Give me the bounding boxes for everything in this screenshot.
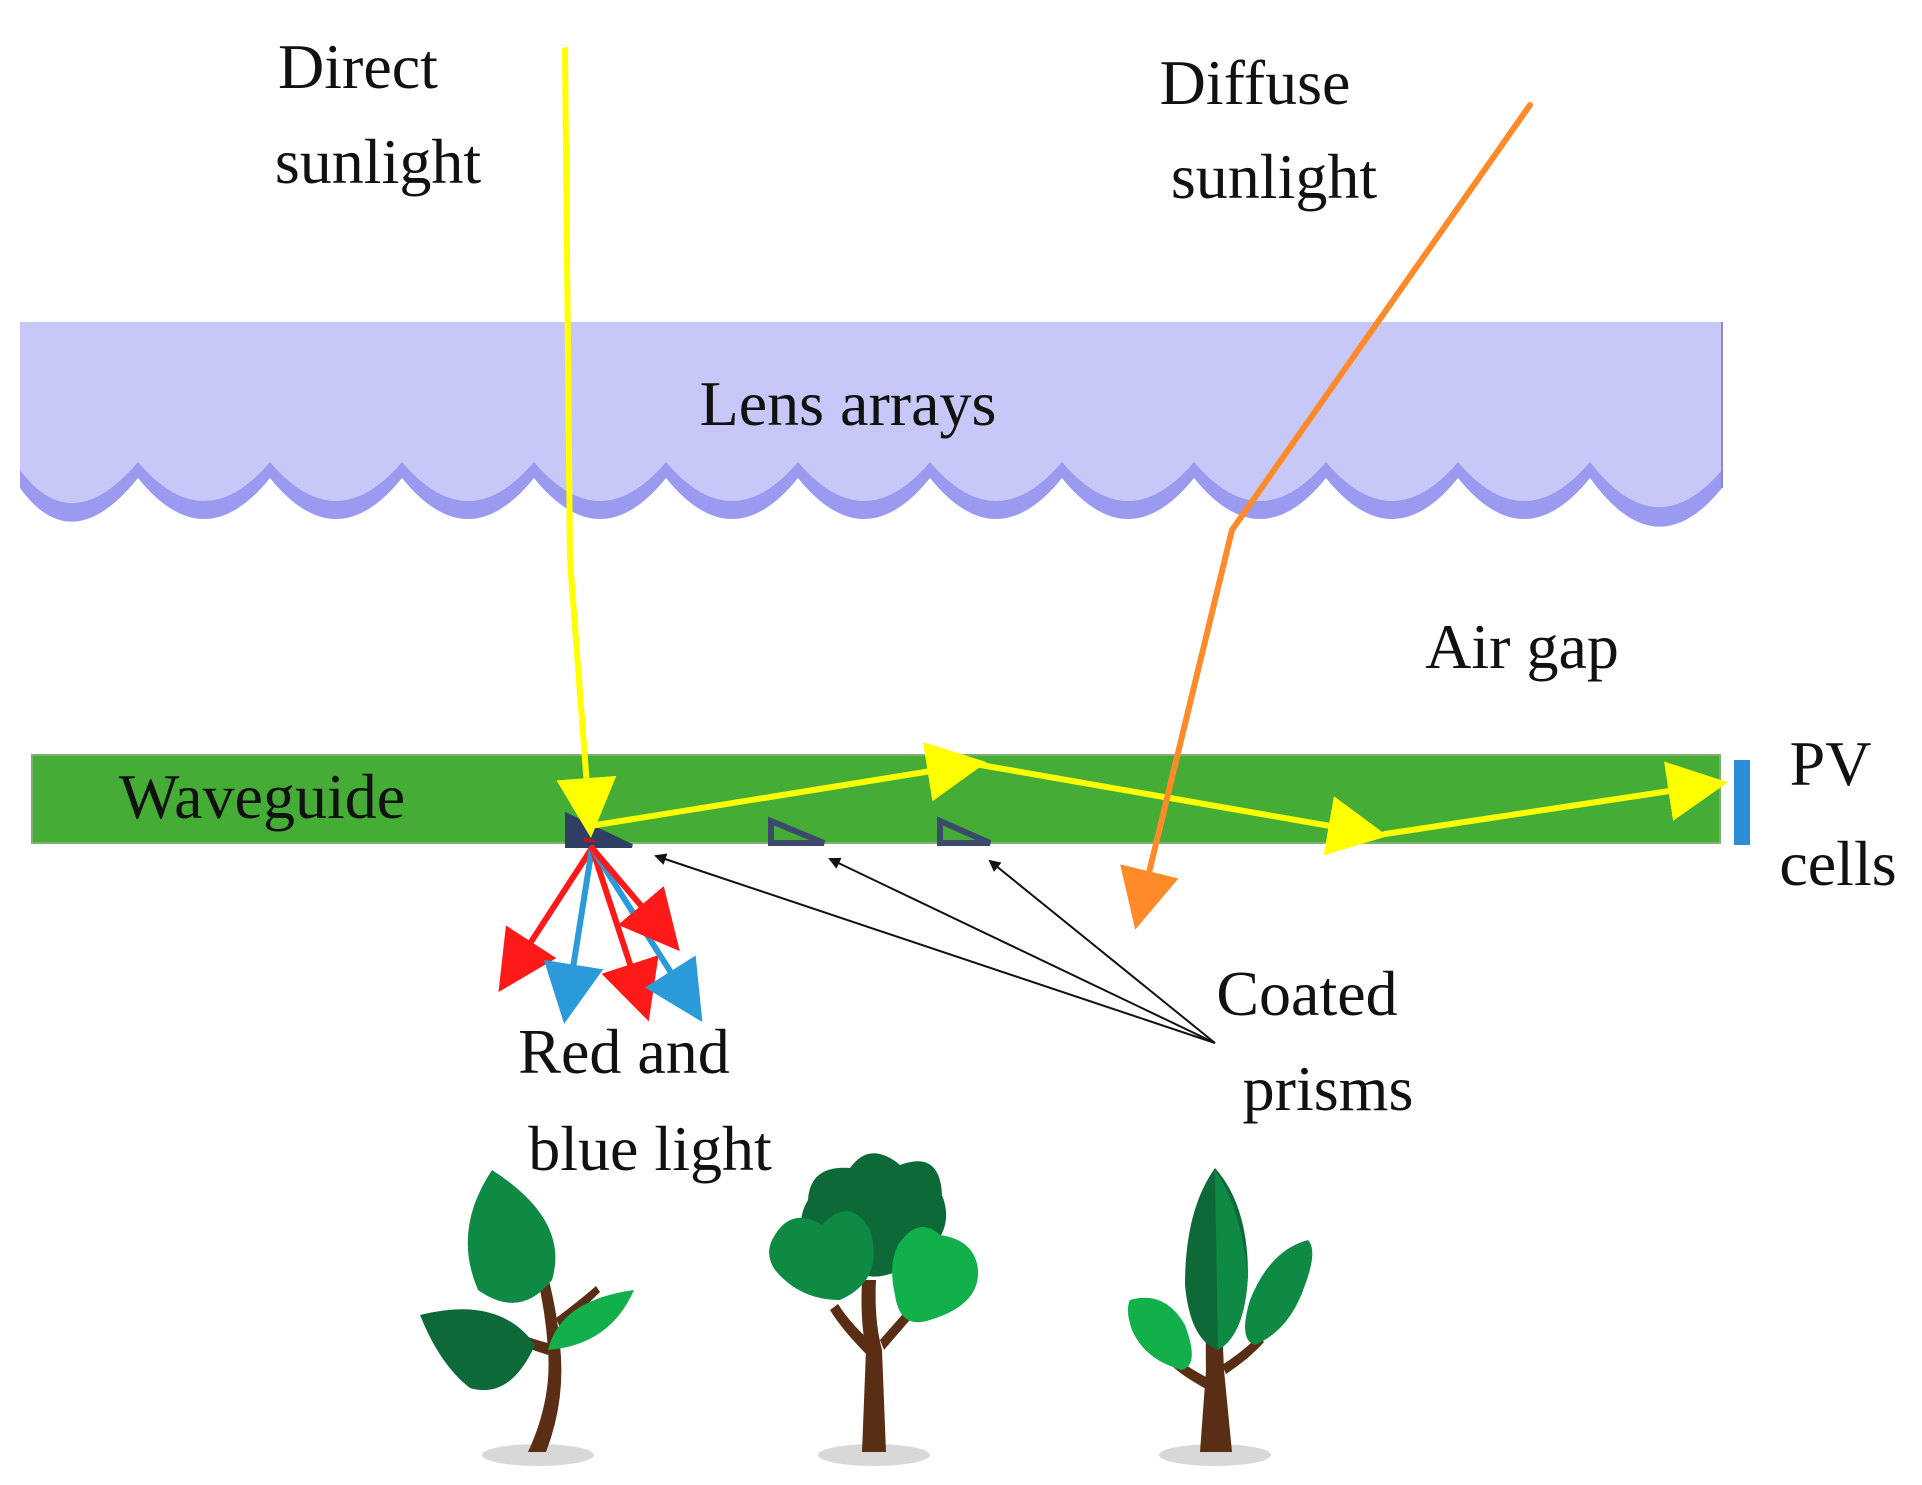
plant-icon <box>420 1170 634 1466</box>
lens-arrays-label: Lens arrays <box>700 368 997 439</box>
lens-array-body <box>20 322 1722 508</box>
red-blue-rays <box>498 845 703 1024</box>
plant-icon <box>769 1153 979 1466</box>
prism-pointer-arrows <box>654 853 1216 1044</box>
direct-sunlight-label: Direct sunlight <box>275 31 481 197</box>
pv-cells-label: PV cells <box>1779 728 1896 899</box>
prism-icon <box>937 816 992 846</box>
lens-array <box>20 322 1723 527</box>
waveguide-label: Waveguide <box>119 761 405 832</box>
prism-icon <box>768 816 826 846</box>
diffuse-sunlight-ray <box>1120 102 1533 930</box>
pv-cell-icon <box>1734 760 1750 845</box>
plant-icon <box>1127 1168 1313 1466</box>
coated-prisms-label: Coated prisms <box>1216 958 1413 1124</box>
air-gap-label: Air gap <box>1425 611 1619 682</box>
red-blue-light-label: Red and blue light <box>518 1016 772 1184</box>
direct-sunlight-ray <box>556 47 1728 856</box>
diffuse-sunlight-label: Diffuse sunlight <box>1160 47 1378 212</box>
